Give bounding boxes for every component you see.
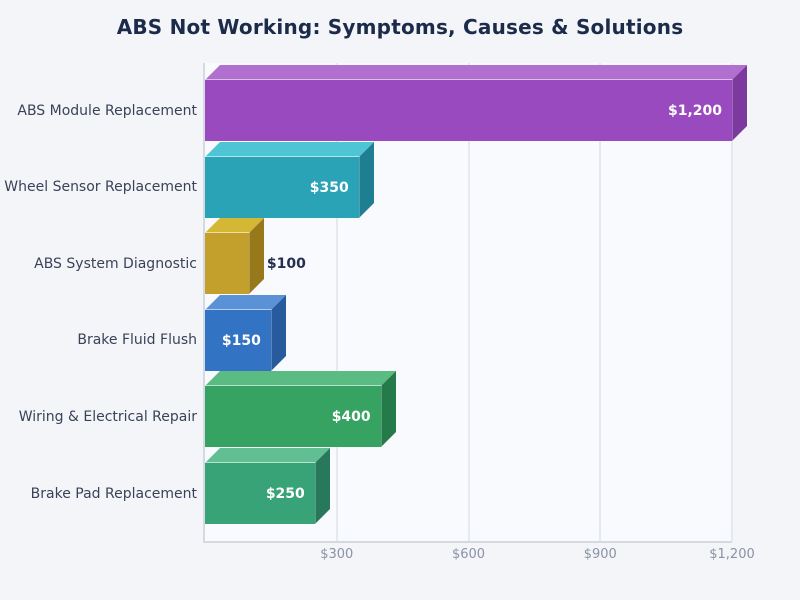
bar-value-label: $100 bbox=[266, 255, 306, 272]
bar-wheel-sensor-replacement: $350 bbox=[205, 157, 359, 218]
bar-row: $400 bbox=[205, 371, 732, 447]
bar-row: $150 bbox=[205, 295, 732, 371]
bar-brake-fluid-flush: $150 bbox=[205, 310, 271, 371]
bar-row: $250 bbox=[205, 448, 732, 524]
x-tick-600: $600 bbox=[451, 547, 486, 562]
category-axis: ABS Module Replacement Wheel Sensor Repl… bbox=[0, 63, 197, 541]
x-axis: $300 $600 $900 $1,200 bbox=[205, 547, 755, 565]
category-label-abs-system-diagnostic: ABS System Diagnostic bbox=[34, 256, 197, 272]
category-label-brake-fluid-flush: Brake Fluid Flush bbox=[77, 332, 197, 348]
gridline-600 bbox=[467, 63, 470, 541]
bar-value-label: $400 bbox=[331, 408, 371, 425]
gridline-900 bbox=[599, 63, 602, 541]
gridline-300 bbox=[335, 63, 338, 541]
category-label-abs-module-replacement: ABS Module Replacement bbox=[17, 103, 197, 119]
bar-abs-module-replacement: $1,200 bbox=[205, 80, 732, 141]
category-label-brake-pad-replacement: Brake Pad Replacement bbox=[30, 486, 197, 502]
bar-row: $1,200 bbox=[205, 65, 732, 141]
bar-abs-system-diagnostic: $100 bbox=[205, 233, 306, 294]
bar-row: $100 bbox=[205, 218, 732, 294]
x-tick-900: $900 bbox=[583, 547, 617, 562]
bar-value-label: $1,200 bbox=[667, 102, 722, 119]
gridline-1200 bbox=[731, 63, 733, 541]
category-label-wiring-electrical-repair: Wiring & Electrical Repair bbox=[18, 409, 197, 425]
x-tick-1200: $1,200 bbox=[709, 547, 755, 562]
plot-area: $1,200 $350 $100 $150 $400 $250 bbox=[203, 63, 733, 543]
category-label-wheel-sensor-replacement: Wheel Sensor Replacement bbox=[4, 179, 197, 195]
bar-row: $350 bbox=[205, 142, 732, 218]
bar-wiring-electrical-repair: $400 bbox=[205, 386, 381, 447]
x-tick-300: $300 bbox=[320, 547, 354, 562]
bar-value-label: $350 bbox=[309, 179, 349, 196]
bar-value-label: $150 bbox=[221, 332, 261, 349]
bar-brake-pad-replacement: $250 bbox=[205, 463, 315, 524]
bar-value-label: $250 bbox=[265, 485, 305, 502]
chart-title: ABS Not Working: Symptoms, Causes & Solu… bbox=[116, 15, 684, 39]
